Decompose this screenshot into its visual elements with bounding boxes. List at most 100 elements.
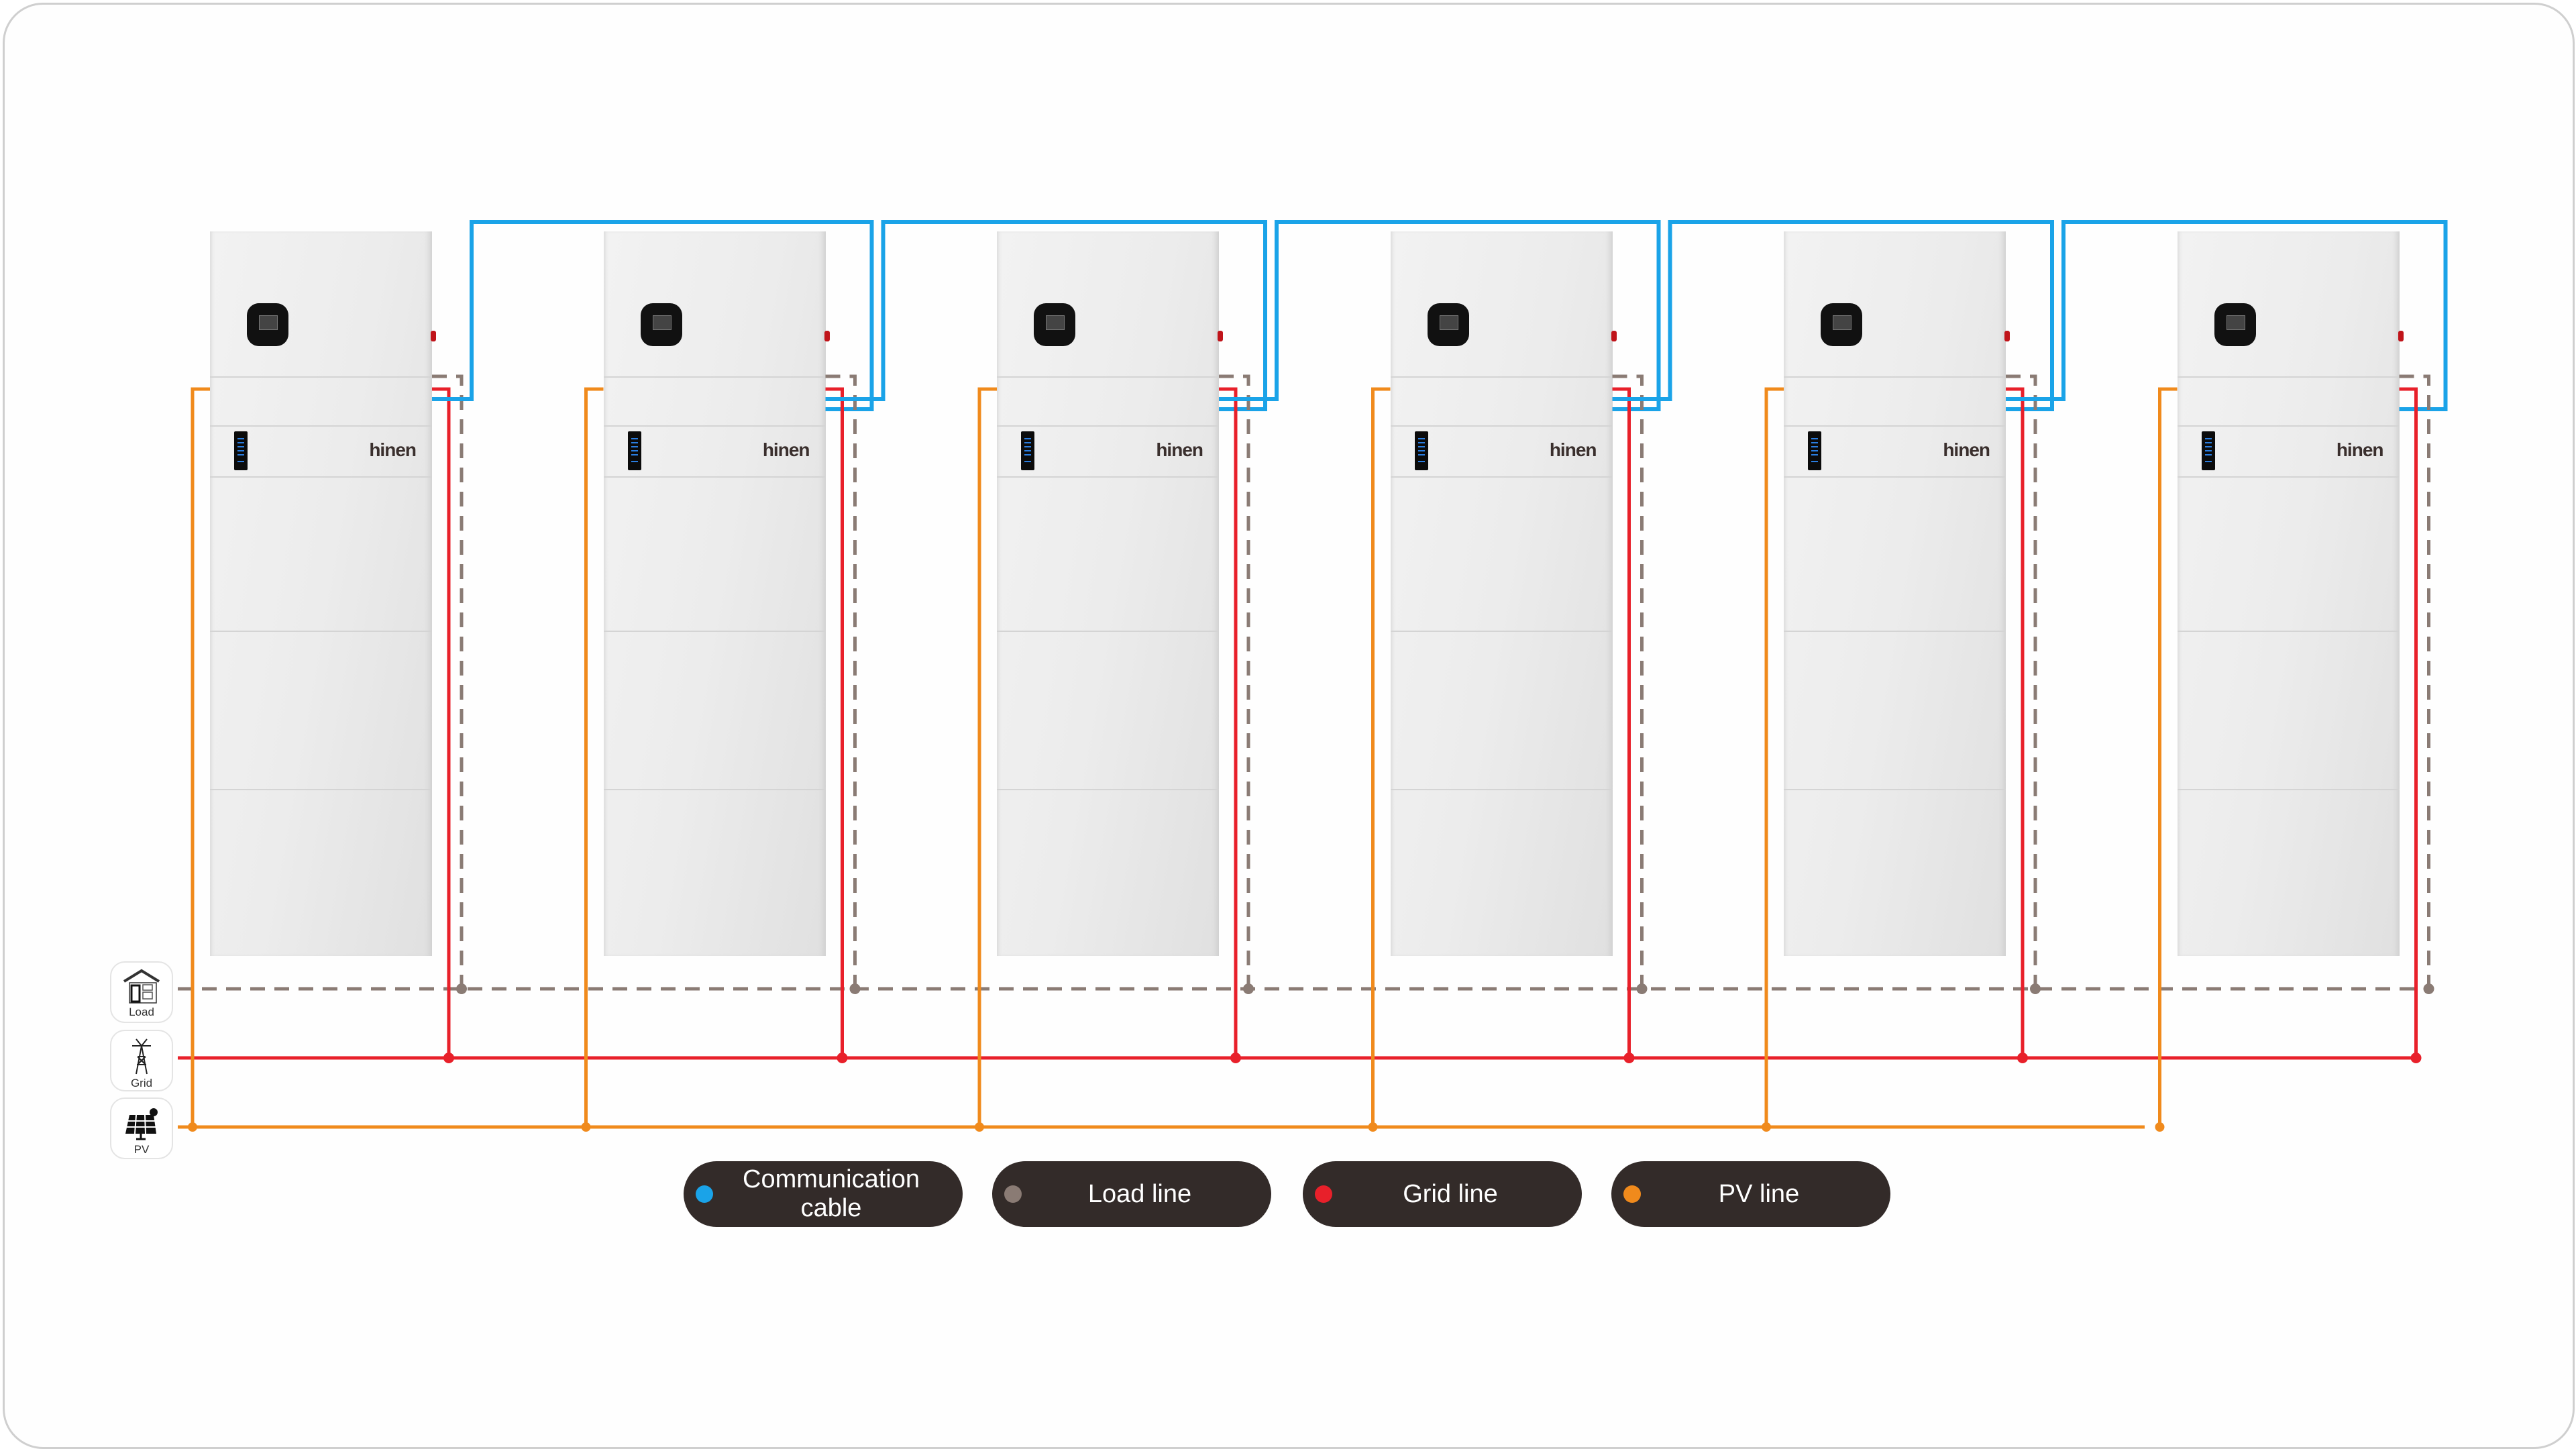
emergency-stop-button	[1218, 331, 1223, 341]
brand-logo: hinen	[1549, 439, 1597, 460]
legend-label: Load line	[1087, 1179, 1192, 1208]
emergency-stop-button	[824, 331, 830, 341]
module-seam	[1784, 476, 2006, 478]
load-line	[432, 374, 464, 989]
pv-junction	[1762, 1122, 1771, 1132]
pv-line	[584, 387, 604, 1127]
inverter-battery-unit: hinen	[603, 231, 830, 956]
display-screen	[1034, 303, 1075, 346]
inverter-battery-unit: hinen	[1784, 231, 2010, 956]
grid-line	[825, 387, 844, 1058]
legend-pv-line: PV line	[1611, 1161, 1890, 1227]
module-seam	[603, 425, 826, 427]
grid-junction	[443, 1053, 454, 1063]
battery-level-indicator	[234, 431, 248, 470]
legend-communication-cable: Communication cable	[684, 1161, 963, 1227]
grid-line	[2399, 387, 2418, 1058]
module-seam	[210, 476, 432, 478]
grid-junction	[1230, 1053, 1241, 1063]
load-line	[2399, 374, 2430, 989]
red-dot-icon	[1315, 1185, 1332, 1203]
module-seam	[1390, 631, 1613, 632]
grid-junction	[2410, 1053, 2422, 1063]
load-label: Load	[129, 1006, 154, 1018]
module-seam	[210, 789, 432, 790]
pv-line	[1764, 387, 1784, 1127]
module-seam	[2177, 789, 2400, 790]
module-seam	[2177, 425, 2400, 427]
communication-cable	[432, 220, 874, 411]
pv-line	[191, 387, 210, 1127]
display-screen	[247, 303, 288, 346]
module-seam	[1784, 631, 2006, 632]
module-seam	[1390, 376, 1613, 378]
module-seam	[1784, 425, 2006, 427]
inverter-battery-unit: hinen	[997, 231, 1223, 956]
display-screen	[2214, 303, 2256, 346]
emergency-stop-button	[1611, 331, 1617, 341]
gray-dot-icon	[1004, 1185, 1022, 1203]
pv-label: PV	[133, 1143, 150, 1156]
module-seam	[1390, 476, 1613, 478]
module-seam	[1784, 789, 2006, 790]
legend-grid-line: Grid line	[1303, 1161, 1582, 1227]
module-seam	[997, 425, 1219, 427]
grid-line	[432, 387, 451, 1058]
module-seam	[603, 631, 826, 632]
legend-label: Grid line	[1403, 1179, 1498, 1208]
display-screen	[1821, 303, 1862, 346]
emergency-stop-button	[2398, 331, 2404, 341]
pv-source-box: PV	[110, 1097, 173, 1159]
pv-junction	[975, 1122, 984, 1132]
pv-line	[1371, 387, 1391, 1127]
module-seam	[2177, 631, 2400, 632]
battery-level-indicator	[1808, 431, 1821, 470]
communication-cable	[2006, 220, 2448, 411]
pv-junction	[188, 1122, 197, 1132]
brand-logo: hinen	[1943, 439, 1990, 460]
module-seam	[2177, 476, 2400, 478]
module-seam	[997, 789, 1219, 790]
load-source-box: Load	[110, 961, 173, 1023]
module-seam	[1390, 425, 1613, 427]
load-junction	[1243, 983, 1254, 994]
brand-logo: hinen	[762, 439, 810, 460]
load-line	[825, 374, 857, 989]
communication-cable	[1219, 220, 1661, 411]
grid-label: Grid	[130, 1077, 153, 1089]
house-load-icon	[123, 969, 160, 1004]
inverter-battery-unit: hinen	[1390, 231, 1617, 956]
load-junction	[849, 983, 861, 994]
module-seam	[603, 476, 826, 478]
module-seam	[997, 476, 1219, 478]
module-seam	[997, 376, 1219, 378]
load-junction	[1636, 983, 1648, 994]
communication-cable	[825, 220, 1267, 411]
solar-panel-pv-icon	[125, 1108, 158, 1140]
module-seam	[1390, 789, 1613, 790]
inverter-battery-unit: hinen	[2177, 231, 2404, 956]
module-seam	[603, 376, 826, 378]
grid-source-box: Grid	[110, 1030, 173, 1091]
load-line	[1219, 374, 1250, 989]
legend-label: PV line	[1718, 1179, 1800, 1208]
display-screen	[640, 303, 682, 346]
battery-level-indicator	[1414, 431, 1428, 470]
pv-junction	[1368, 1122, 1378, 1132]
load-junction	[2030, 983, 2041, 994]
module-seam	[997, 631, 1219, 632]
grid-junction	[837, 1053, 848, 1063]
power-tower-grid-icon	[132, 1038, 151, 1075]
pv-line	[2158, 387, 2178, 1127]
battery-level-indicator	[2201, 431, 2215, 470]
brand-logo: hinen	[1156, 439, 1203, 460]
brand-logo: hinen	[369, 439, 417, 460]
emergency-stop-button	[2004, 331, 2010, 341]
grid-line	[1219, 387, 1238, 1058]
load-junction	[2423, 983, 2434, 994]
grid-junction	[1623, 1053, 1635, 1063]
grid-junction	[2017, 1053, 2028, 1063]
module-seam	[2177, 376, 2400, 378]
grid-line	[1612, 387, 1631, 1058]
